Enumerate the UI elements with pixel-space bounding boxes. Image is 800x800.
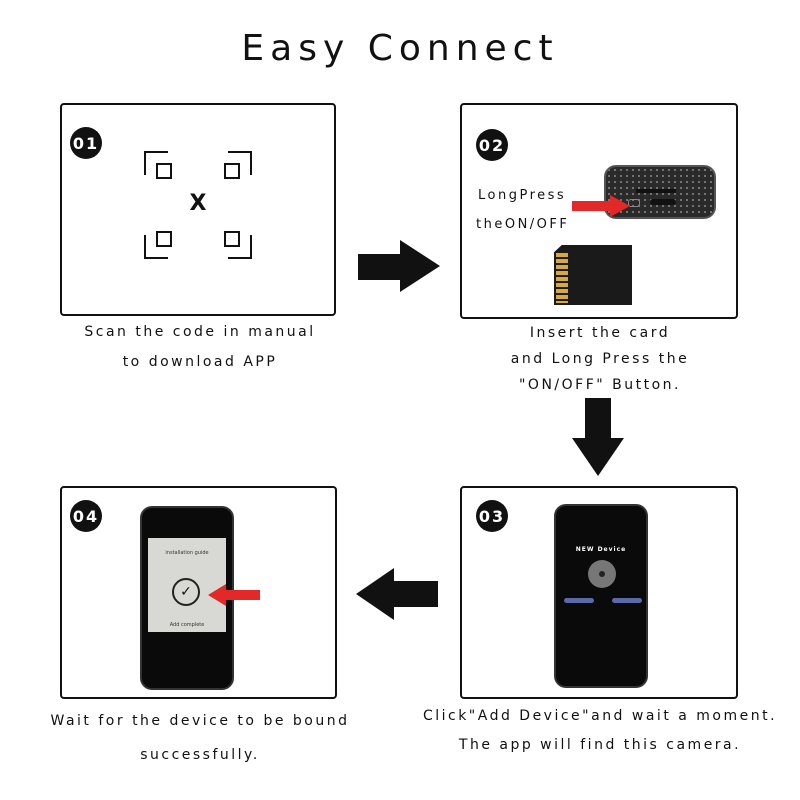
step-badge: 01 [70, 127, 102, 159]
qr-code-icon: X [144, 151, 252, 259]
bluetooth-button[interactable] [612, 598, 642, 603]
step-01-panel: 01 X [60, 103, 336, 316]
step-04-caption: Wait for the device to be bound successf… [50, 713, 350, 763]
arrow-down-icon [572, 398, 624, 478]
step-03-caption: Click"Add Device"and wait a moment. The … [422, 708, 778, 753]
long-press-label: LongPress theON/OFF [476, 188, 570, 232]
step-badge: 03 [476, 500, 508, 532]
camera-preview-icon [588, 560, 616, 588]
pointer-arrow-icon [572, 195, 632, 217]
page-title: Easy Connect [241, 28, 559, 69]
arrow-right-icon [358, 240, 442, 292]
sd-card-icon [554, 245, 632, 305]
step-02-panel: 02 LongPress theON/OFF [460, 103, 738, 319]
phone-new-device-screen: NEW Device [554, 504, 648, 688]
arrow-left-icon [356, 568, 438, 620]
checkmark-icon: ✓ [172, 578, 200, 606]
step-04-panel: 04 installation guide ✓ Add complete [60, 486, 337, 699]
step-badge: 04 [70, 500, 102, 532]
pointer-arrow-icon [208, 584, 260, 606]
step-01-caption: Scan the code in manual to download APP [84, 324, 316, 370]
ap-button[interactable] [564, 598, 594, 603]
step-02-caption: Insert the card and Long Press the "ON/O… [510, 325, 690, 393]
step-badge: 02 [476, 129, 508, 161]
step-03-panel: 03 NEW Device [460, 486, 738, 699]
